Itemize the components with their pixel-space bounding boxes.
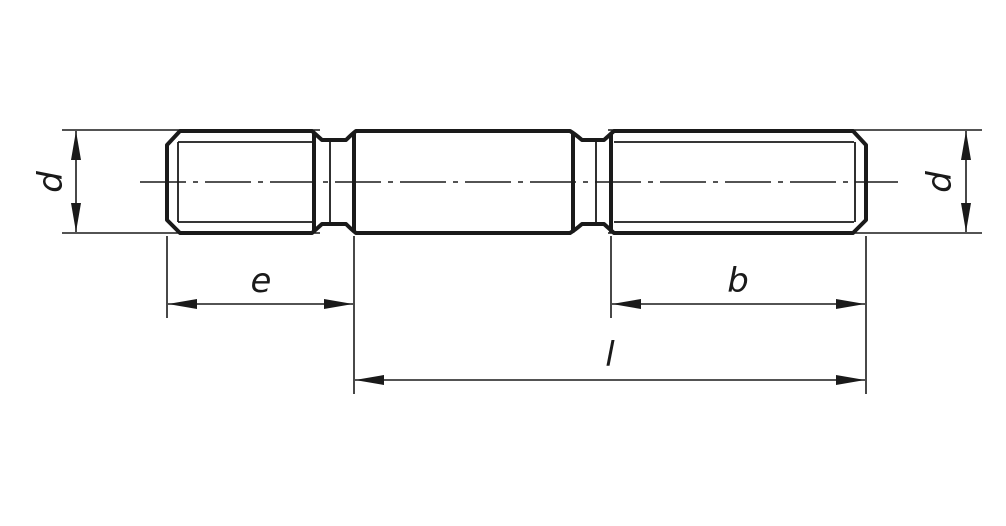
d-left-arrow-bottom <box>71 203 81 232</box>
l-arrow-left <box>355 375 384 385</box>
e-label: e <box>251 261 272 301</box>
l-label: l <box>605 335 615 375</box>
d-right-label: d <box>920 171 960 193</box>
d-left-arrow-top <box>71 131 81 160</box>
e-arrow-right <box>324 299 353 309</box>
d-right-arrow-top <box>961 131 971 160</box>
d-left-label: d <box>31 171 71 193</box>
b-label: b <box>727 261 749 301</box>
b-arrow-right <box>836 299 865 309</box>
l-arrow-right <box>836 375 865 385</box>
d-right-arrow-bottom <box>961 203 971 232</box>
b-arrow-left <box>612 299 641 309</box>
e-arrow-left <box>168 299 197 309</box>
